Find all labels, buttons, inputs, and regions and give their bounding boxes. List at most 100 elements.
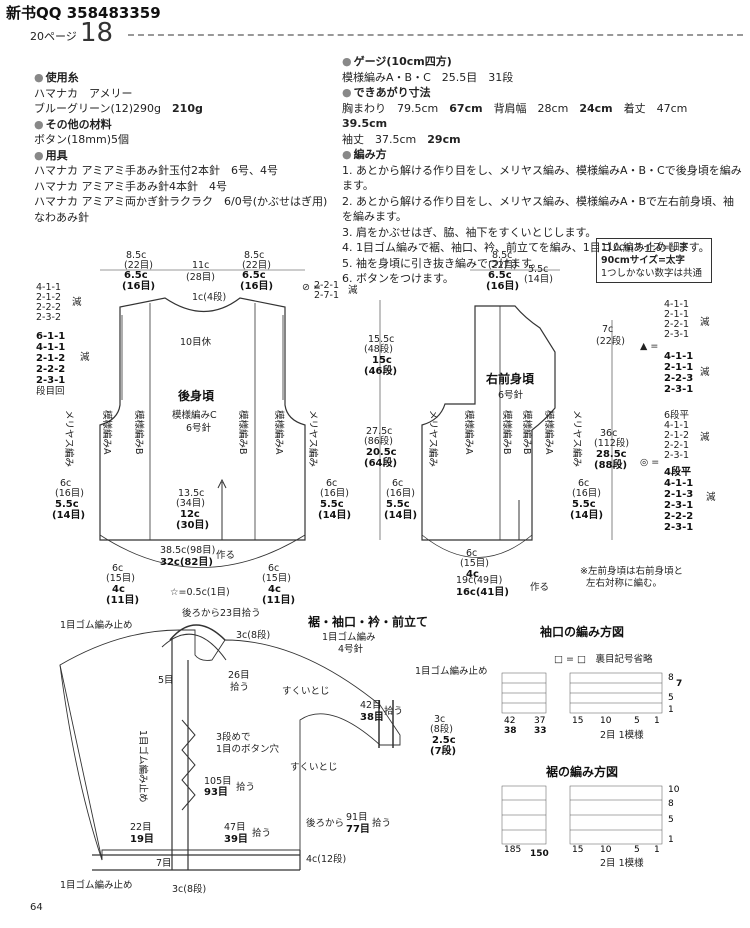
under-l-1: (15目) [106, 573, 135, 584]
m105-0: 105目 [204, 776, 232, 787]
back91-2: 77目 [346, 823, 370, 835]
front-col-2: 模様編みB [501, 410, 513, 455]
back-side-l-1: (16目) [55, 488, 84, 499]
finish-title: 裾・袖口・衿・前立て [308, 614, 428, 629]
c2-row-3: 1 [668, 835, 674, 845]
arm-dec-1: 減 [72, 296, 82, 308]
finish-sub2: 4号針 [338, 643, 364, 655]
yarn-brand: ハマナカ アメリー [34, 86, 133, 100]
hem-b: 3c(8段) [172, 883, 206, 895]
back-top-l-1: (22目) [124, 260, 153, 271]
back-rest: 10目休 [180, 336, 212, 348]
back91-3: 拾う [372, 817, 391, 829]
fn-sym: ▲ = [640, 341, 658, 352]
fn-bold-0: 4-1-1 [664, 351, 693, 362]
size-row-1: 胸まわり 79.5cm 67cm 背肩幅 28cm 24cm 着丈 47cm 3… [342, 101, 742, 132]
back-pattern: 模様編みC [172, 409, 217, 421]
under-r-1: (15目) [262, 573, 291, 584]
back-side-l-0: 6c [60, 478, 71, 489]
cuff-3: (7段) [430, 744, 456, 757]
chart1-title: 袖口の編み方図 [540, 624, 624, 639]
method-heading: 編み方 [342, 147, 742, 163]
cuff-0: 3c [434, 714, 445, 725]
shoulder-dec: 減 [348, 284, 358, 296]
f-side-l-0: 6c [392, 478, 403, 489]
c1-num-6: 5 [634, 716, 640, 726]
f-under-2: 4c [466, 569, 479, 580]
size-legend: 110cmサイズ=細字 90cmサイズ=太字 1つしかない数字は共通 [596, 238, 712, 283]
size-heading: できあがり寸法 [342, 85, 742, 101]
m47-1: 39目 [224, 833, 248, 845]
back-top-m-0: 11c [192, 260, 209, 271]
back-title: 後身頃 [178, 388, 215, 403]
btn-0: 3段めで [216, 731, 251, 743]
c2-num-3: 10 [600, 845, 612, 855]
back-side-r-1: (16目) [320, 488, 349, 499]
yarn-color: ブルーグリーン(12)290g [34, 102, 162, 115]
mid-dim-3: (46段) [364, 364, 397, 377]
f-side-r-2: 5.5c [572, 499, 596, 510]
page-footer: 64 [30, 902, 43, 913]
length-bold: 39.5cm [342, 117, 388, 130]
chest: 胸まわり 79.5cm [342, 101, 439, 115]
c1-row-2: 5 [668, 693, 674, 703]
c1-num-3: 33 [534, 726, 547, 736]
back-make: 作る [216, 549, 235, 561]
shoulder-r-1: 2-7-1 [314, 290, 339, 301]
fn-bold-2: 2-2-3 [664, 373, 693, 384]
chart2-grid [501, 785, 663, 845]
materials-block: 使用糸 ハマナカ アメリー ブルーグリーン(12)290g 210g その他の材… [34, 70, 334, 225]
finish-sub1: 1目ゴム編み [322, 631, 376, 643]
under-r-0: 6c [268, 563, 279, 574]
cuff-2: 2.5c [432, 735, 456, 746]
front-title: 右前身頃 [485, 371, 535, 386]
back-note: ☆=0.5c(1目) [170, 587, 230, 598]
c1-num-4: 15 [572, 716, 583, 726]
m105-1: 93目 [204, 786, 228, 798]
m42-2: 拾う [384, 705, 403, 717]
back-col-1: 模様編みA [101, 410, 113, 455]
back-width-bold: 24cm [579, 101, 613, 115]
back-col-3: 模様編みB [237, 410, 249, 455]
tool-2: ハマナカ アミアミ手あみ針4本針 4号 [34, 179, 228, 193]
back-neck: 1c(4段) [192, 291, 226, 303]
fa-bold-3: 2-3-1 [664, 500, 693, 511]
mid-dim-2: 15c [372, 355, 392, 366]
fa-thin-4: 2-3-1 [664, 450, 689, 461]
tools-heading: 用具 [34, 148, 334, 164]
back-col-4: 模様編みA [273, 410, 285, 455]
method-step-2: 2. あとから解ける作り目をし、メリヤス編み、模様編みA・Bで左右前身頃、袖を編… [342, 194, 735, 224]
back-top-l-3: (16目) [122, 280, 155, 292]
legend-bold: 90cmサイズ=太字 [601, 255, 685, 266]
rib-v: 1目ゴム編み止め [137, 730, 149, 803]
fa-sym: ◎ = [640, 457, 659, 468]
m26-0: 26目 [228, 670, 250, 681]
fa-bold-0: 4段平 [664, 465, 691, 478]
sleeve-bold: 29cm [427, 132, 461, 146]
f-make: 作る [530, 581, 549, 593]
back-center-1: (34目) [176, 498, 205, 509]
front-len-0: 36c [600, 428, 617, 439]
fa-thin-3: 2-2-1 [664, 440, 689, 451]
under-l-3: (11目) [106, 594, 139, 606]
sleeve: 袖丈 37.5cm [342, 132, 417, 146]
arm-l-bold-1: 4-1-1 [36, 342, 65, 353]
back-bottom-0: 38.5c(98目) [160, 545, 215, 556]
c1-row-0: 8 [668, 673, 674, 683]
back-top-l-0: 8.5c [126, 250, 146, 261]
c1-num-7: 1 [654, 716, 660, 726]
back-side-l-3: (14目) [52, 509, 85, 521]
front-col-1: 模様編みA [463, 410, 475, 455]
mid-dim-6: 20.5c [366, 447, 397, 458]
m47-0: 47目 [224, 822, 246, 833]
chart2-title: 裾の編み方図 [546, 764, 618, 779]
c2-row-1: 8 [668, 799, 674, 809]
back-center-0: 13.5c [178, 488, 204, 499]
stop-3: 1目ゴム編み止め [60, 879, 133, 891]
legend-common: 1つしかない数字は共通 [601, 268, 703, 279]
back23: 後ろから23目拾う [182, 607, 261, 619]
f-under-0: 6c [466, 548, 477, 559]
f-bottom-1: 16c(41目) [456, 586, 509, 598]
back-center-2: 12c [180, 509, 200, 520]
